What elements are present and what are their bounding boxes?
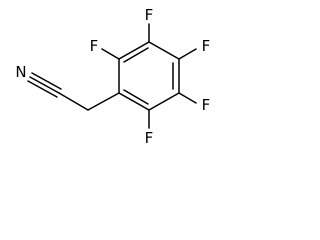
atom-f-top-left: F [90, 37, 99, 55]
bond-ring-ch2 [87, 92, 120, 111]
atom-f-top-right: F [202, 37, 211, 55]
benzene-ring [118, 41, 180, 111]
cyanomethyl-group [27, 72, 120, 111]
bond-f-top-left [101, 48, 120, 60]
triple-bond-1 [29, 76, 60, 94]
ring-bond-5-inner [123, 89, 149, 105]
atom-f-top: F [145, 6, 154, 24]
ring-bond-2 [148, 41, 180, 60]
ring-bond-1 [118, 41, 150, 60]
triple-bond-2 [31, 72, 62, 90]
bond-ch2-cn [58, 92, 89, 111]
atom-n-nitrile: N [15, 63, 26, 81]
bond-f-right [178, 92, 197, 104]
bond-f-top-right [178, 48, 197, 60]
atom-f-right: F [202, 96, 211, 114]
ring-bond-4 [148, 92, 180, 111]
atom-labels: F F F F F N [15, 6, 210, 147]
molecule-drawing: F F F F F N [15, 6, 210, 147]
structure-diagram: F F F F F N [15, 6, 210, 147]
ring-bond-5 [118, 92, 150, 111]
atom-f-bottom: F [145, 129, 154, 147]
triple-bond-3 [27, 80, 58, 98]
ring-bond-1-inner [123, 47, 149, 63]
fluorine-bonds [101, 23, 197, 129]
